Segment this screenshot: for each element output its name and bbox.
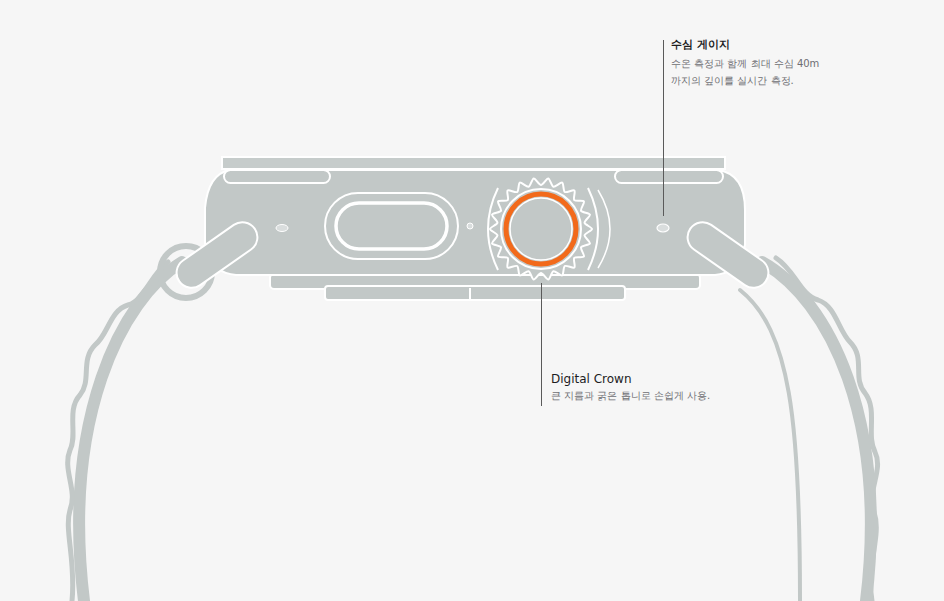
sensor-plate bbox=[325, 286, 625, 300]
side-slot bbox=[224, 170, 330, 183]
callout-text: 큰 지름과 굵은 톱니로 손쉽게 사용. bbox=[551, 389, 710, 403]
crown-center bbox=[510, 198, 572, 260]
band-strand bbox=[762, 262, 871, 601]
lug bbox=[682, 216, 775, 293]
crown-guard bbox=[598, 190, 610, 268]
callout-text: 수온 측정과 함께 최대 수심 40m까지의 깊이를 실시간 측정. bbox=[671, 55, 821, 89]
seam bbox=[469, 288, 471, 300]
mic-hole bbox=[467, 223, 473, 229]
speaker-hole bbox=[276, 225, 288, 232]
leader-line bbox=[541, 283, 542, 406]
lugs bbox=[171, 216, 775, 293]
band-strand bbox=[740, 290, 800, 601]
crown-teeth bbox=[490, 179, 592, 280]
digital-crown bbox=[490, 179, 592, 280]
case-top bbox=[222, 157, 725, 169]
band-wave bbox=[68, 262, 168, 601]
lug bbox=[171, 216, 264, 293]
bands bbox=[68, 246, 878, 601]
band-wave bbox=[776, 258, 878, 601]
callout-title: Digital Crown bbox=[551, 371, 632, 387]
side-slot bbox=[615, 170, 723, 183]
depth-gauge-port bbox=[657, 224, 669, 232]
crown-orange-ring bbox=[506, 194, 576, 264]
side-button bbox=[336, 203, 447, 249]
crown-face bbox=[501, 189, 581, 269]
band-strand bbox=[79, 262, 182, 601]
leader-line bbox=[663, 40, 664, 216]
callout-title: 수심 게이지 bbox=[671, 37, 730, 51]
side-button-guard bbox=[325, 193, 458, 259]
leader-lines bbox=[542, 40, 664, 406]
